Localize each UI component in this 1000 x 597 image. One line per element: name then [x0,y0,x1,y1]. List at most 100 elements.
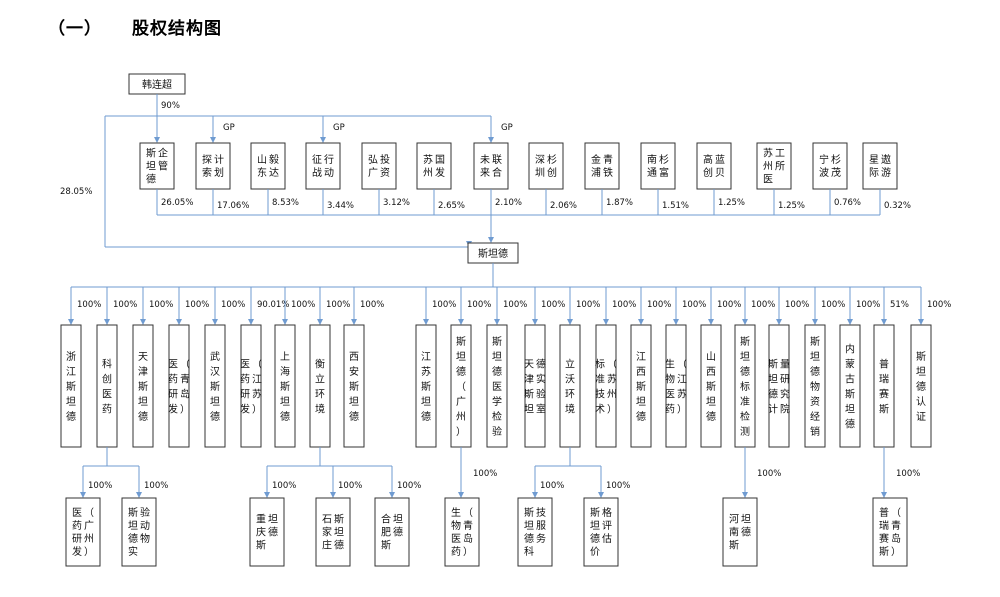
page-title: （一）股权结构图 [48,14,222,39]
subsidiary-pct: 100% [785,300,809,310]
grandchild-box [444,497,480,567]
subsidiary-name: 斯坦德认证 [916,350,926,423]
grandchild-pct: 100% [272,481,296,491]
subsidiary-box [804,324,826,448]
subsidiary-pct: 100% [291,300,315,310]
shareholder-pct: 8.53% [272,198,299,208]
shareholder-pct: 26.05% [161,198,193,208]
shareholder-name: 南通杉富 [647,153,669,179]
shareholder-pct: 1.51% [662,201,689,211]
arrow-head [176,319,182,325]
founder-gp-pct: 90% [161,101,180,111]
grandchild-name: 普瑞赛斯（青岛） [879,506,901,558]
shareholder-name: 未来联合 [480,154,502,179]
subsidiary-box [415,324,437,448]
shareholder-box [473,142,509,190]
subsidiary-pct: 100% [576,300,600,310]
arrow-head [68,319,74,325]
grandchild-name: 医药研发（广州） [72,507,94,558]
arrow-head [136,492,142,498]
grandchild-box [583,497,619,567]
shareholder-name: 宁波杉茂 [819,153,841,179]
subsidiary-name: 斯坦德医学检验 [492,335,502,438]
arrow-head [918,319,924,325]
shareholder-name: 弘广投资 [368,153,390,179]
shareholder-box [862,142,898,190]
subsidiary-box [486,324,508,448]
subsidiary-pct: 100% [682,300,706,310]
shareholder-pct: 3.12% [383,198,410,208]
arrow-head [140,319,146,325]
subsidiary-box [343,324,365,448]
subsidiary-pct: 100% [927,300,951,310]
arrow-head [881,319,887,325]
grandchild-box [722,497,758,567]
subsidiary-name: 衡立环境 [315,359,325,416]
shareholder-pct: 1.25% [718,198,745,208]
shareholder-box [528,142,564,190]
subsidiary-box [168,324,190,448]
subsidiary-box [240,324,262,448]
subsidiary-pct: 100% [326,300,350,310]
arrow-head [812,319,818,325]
subsidiary-name: 天津斯坦德实验室 [524,358,546,416]
subsidiary-box [96,324,118,448]
shareholder-name: 星际遨游 [869,153,891,179]
arrow-head [881,492,887,498]
arrow-head [423,319,429,325]
arrow-head [598,492,604,498]
arrow-head [776,319,782,325]
shareholder-name: 苏州医工所 [763,147,785,186]
subsidiary-pct: 100% [221,300,245,310]
grandchild-pct: 100% [896,469,920,479]
grandchild-name: 斯坦德科技服务 [524,506,546,558]
grandchild-box [517,497,553,567]
shareholder-pct: 1.87% [606,198,633,208]
subsidiary-name: 上海斯坦德 [280,351,290,423]
shareholder-pct: 1.25% [778,201,805,211]
grandchild-name: 重庆斯坦德 [256,513,278,552]
grandchild-name: 石家庄斯坦德 [322,513,344,552]
grandchild-box [374,497,410,567]
shareholder-box [640,142,676,190]
shareholder-pct: 17.06% [217,201,249,211]
subsidiary-name: 武汉斯坦德 [210,350,220,423]
subsidiary-box [132,324,154,448]
subsidiary-name: 天津斯坦德 [138,352,148,423]
section-title: 股权结构图 [132,19,222,39]
shareholder-box [696,142,732,190]
arrow-head [320,137,326,143]
shareholder-pct: 0.32% [884,201,911,211]
subsidiary-box [700,324,722,448]
shareholder-name: 探索计划 [202,153,224,179]
grandchild-pct: 100% [540,481,564,491]
subsidiary-pct: 100% [647,300,671,310]
subsidiary-name: 标准技术（苏州） [595,359,617,416]
subsidiary-pct: 100% [77,300,101,310]
subsidiary-pct: 100% [503,300,527,310]
arrow-head [532,492,538,498]
subsidiary-name: 山西斯坦德 [706,351,716,423]
grandchild-box [872,497,908,567]
arrow-head [673,319,679,325]
grandchild-name: 斯坦德实验动物 [128,506,150,558]
subsidiary-box [839,324,861,448]
arrow-head [638,319,644,325]
subsidiary-box [204,324,226,448]
shareholder-name: 苏州国发 [423,153,445,179]
subsidiary-box [524,324,546,448]
shareholder-pct: 2.10% [495,198,522,208]
subsidiary-name: 西安斯坦德 [349,352,359,423]
subsidiary-name: 医药研发（江苏） [240,359,262,416]
subsidiary-name: 江西斯坦德 [636,351,646,423]
shareholder-name: 金浦青铁 [591,153,613,179]
founder-name: 韩连超 [142,78,172,91]
subsidiary-box [630,324,652,448]
arrow-head [330,492,336,498]
arrow-head [488,137,494,143]
grandchild-name: 河南斯坦德 [729,513,751,552]
shareholder-box [756,142,792,190]
arrow-head [458,492,464,498]
subsidiary-box [60,324,82,448]
